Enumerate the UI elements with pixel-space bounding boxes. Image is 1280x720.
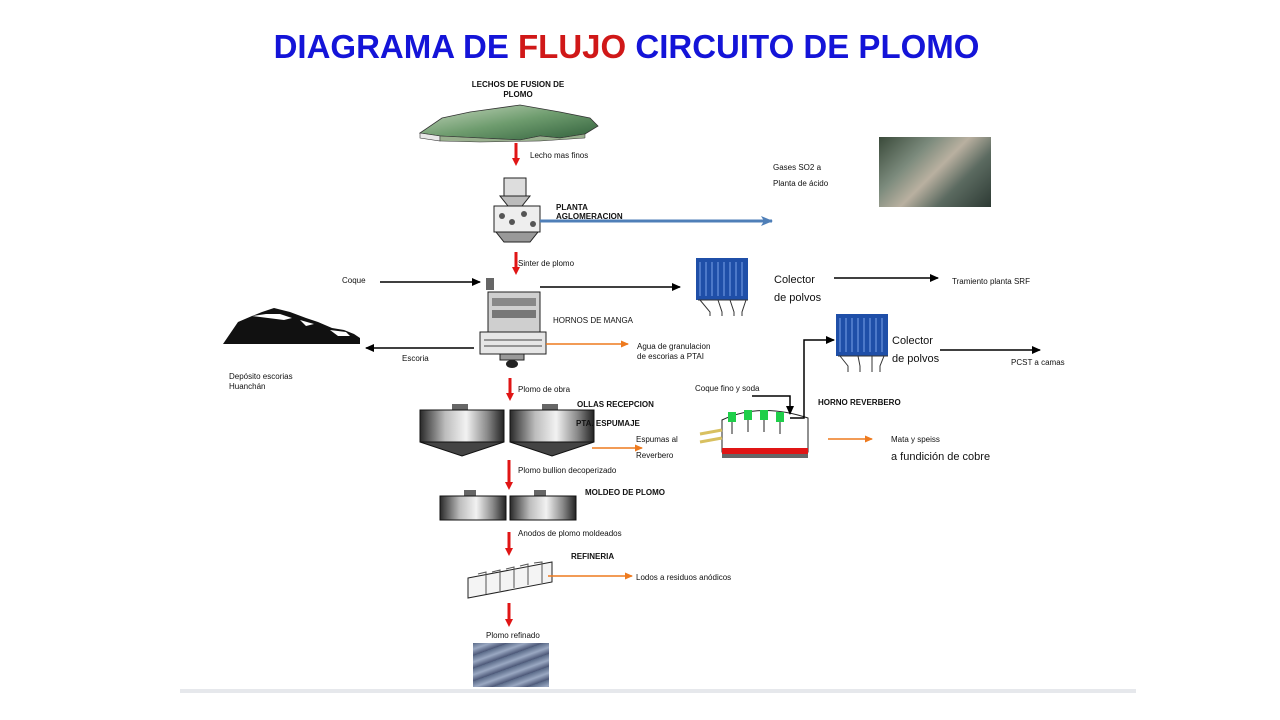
sinter-plant-illustration — [493, 177, 541, 243]
refinery-cell-illustration — [467, 561, 553, 599]
fine-bed-label: Lecho mas finos — [530, 151, 589, 160]
srf-treatment-label: Tramiento planta SRF — [952, 277, 1030, 286]
gases-label-1: Gases SO2 a — [773, 163, 822, 172]
connector-arrows — [365, 274, 1041, 419]
side-flow-arrows — [546, 340, 873, 580]
dust-collector-1-illustration — [696, 258, 748, 316]
fine-coke-soda-label: Coque fino y soda — [695, 384, 760, 393]
anode-slimes-label: Lodos a residuos anódicos — [636, 573, 732, 582]
molding-pots-illustration — [439, 490, 577, 521]
reverberatory-furnace-label: HORNO REVERBERO — [818, 398, 901, 407]
main-flow-arrows — [505, 143, 520, 627]
slag-deposit-illustration — [223, 308, 360, 344]
granulation-water-label-1: Agua de granulacion — [637, 342, 711, 351]
gases-label-2: Planta de ácido — [773, 179, 829, 188]
agglomeration-label: AGLOMERACION — [556, 212, 623, 221]
sinter-label: Sinter de plomo — [518, 259, 575, 268]
fusion-bed-illustration — [418, 104, 599, 143]
plant-label: PLANTA — [556, 203, 588, 212]
matte-speiss-label-2: a fundición de cobre — [891, 451, 991, 463]
refinery-label: REFINERIA — [571, 552, 615, 561]
refined-lead-label: Plomo refinado — [486, 631, 540, 640]
acid-plant-photo — [879, 137, 991, 207]
slag-deposit-label-2: Huanchán — [229, 382, 266, 391]
collector-1-label-1: Colector — [774, 274, 815, 286]
blast-furnace-label: HORNOS DE MANGA — [553, 316, 634, 325]
bottom-divider — [180, 689, 1136, 693]
anodes-label: Anodos de plomo moldeados — [518, 529, 622, 538]
slag-deposit-label-1: Depósito escorias — [229, 372, 293, 381]
granulation-water-label-2: de escorias a PTAI — [637, 352, 704, 361]
dross-label-2: Reverbero — [636, 451, 674, 460]
bullion-label: Plomo bullion decoperizado — [518, 466, 617, 475]
refined-lead-photo — [473, 643, 549, 687]
collector-1-label-2: de polvos — [774, 292, 822, 304]
coque-label: Coque — [342, 276, 366, 285]
receiving-pots-label: OLLAS RECEPCION — [577, 400, 654, 409]
work-lead-label: Plomo de obra — [518, 385, 571, 394]
blast-furnace-illustration — [479, 278, 547, 368]
collector-2-label-2: de polvos — [892, 353, 940, 365]
page-title: DIAGRAMA DE FLUJO CIRCUITO DE PLOMO — [273, 28, 980, 65]
receiving-pots-illustration — [419, 404, 595, 457]
pcst-label: PCST a camas — [1011, 358, 1065, 367]
dust-collector-2-illustration — [836, 314, 888, 372]
dross-label-1: Espumas al — [636, 435, 678, 444]
drossing-plant-label: PTA. ESPUMAJE — [576, 419, 640, 428]
collector-2-label-1: Colector — [892, 335, 933, 347]
slag-label: Escoria — [402, 354, 429, 363]
reverberatory-furnace-illustration — [699, 410, 809, 458]
lead-molding-label: MOLDEO DE PLOMO — [585, 488, 665, 497]
matte-speiss-label-1: Mata y speiss — [891, 435, 940, 444]
